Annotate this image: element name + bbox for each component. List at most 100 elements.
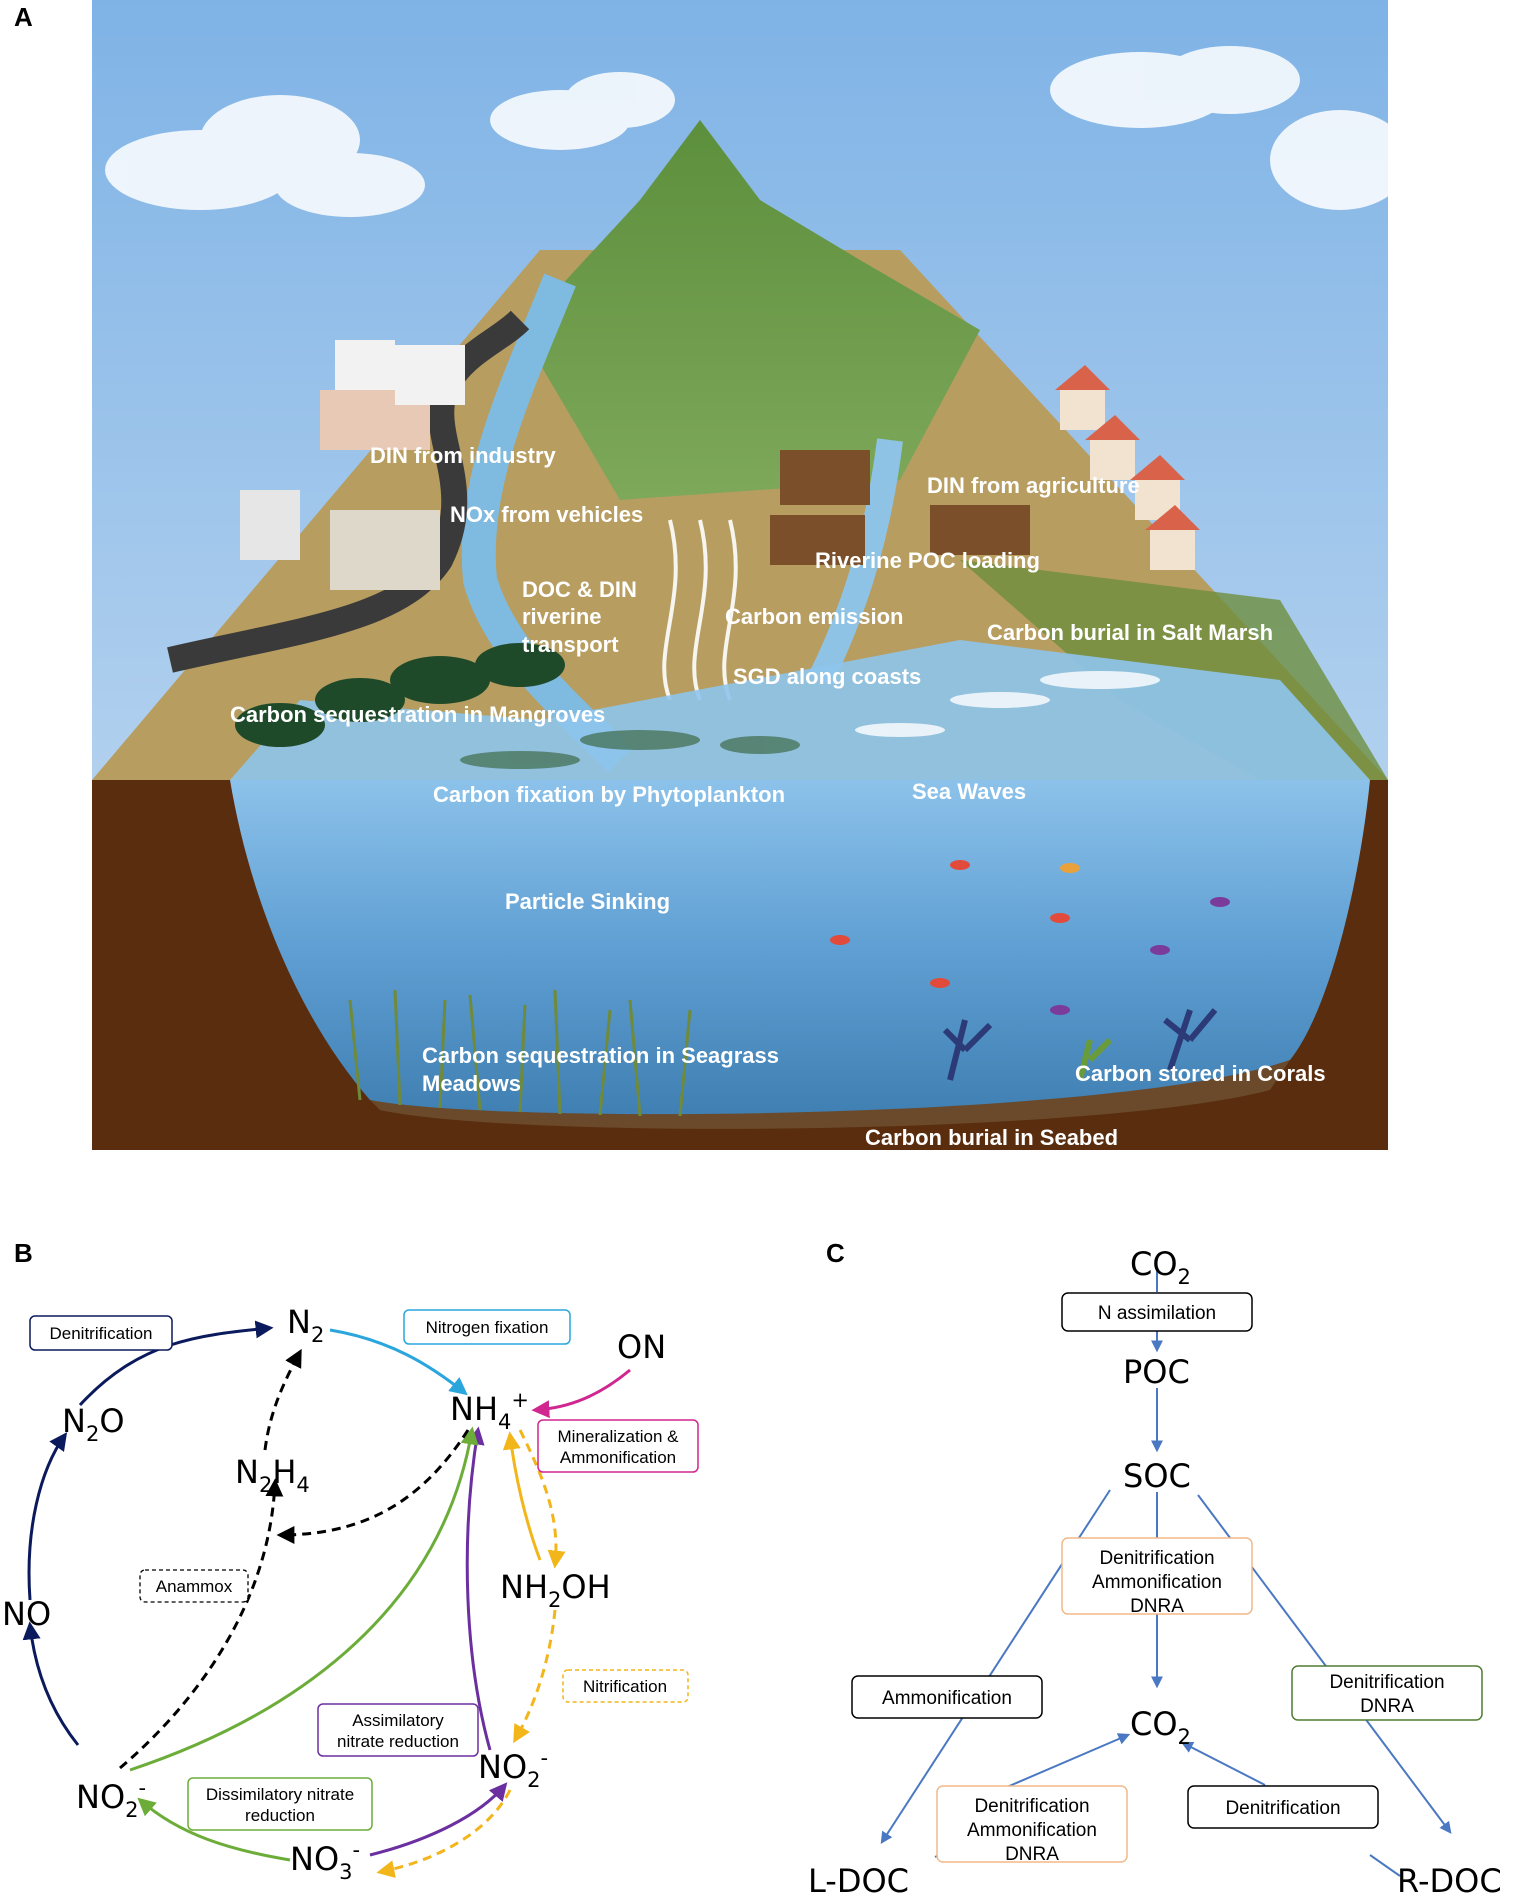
species-n2: N2 xyxy=(287,1303,324,1347)
box-nitrification-text: Nitrification xyxy=(583,1677,667,1696)
roofs xyxy=(1055,365,1200,530)
scene-labels: DIN from industry NOx from vehicles DOC … xyxy=(230,443,1326,1150)
label-seagrass-1: Carbon sequestration in Seagrass xyxy=(422,1043,779,1068)
box-mineralization-text-2: Ammonification xyxy=(560,1448,676,1467)
arrow-nh2oh-to-no2r xyxy=(513,1609,557,1744)
box-mid-text-3: DNRA xyxy=(1130,1596,1184,1617)
arrow-nh4-to-nh2oh xyxy=(518,1429,566,1569)
box-n-assimilation-text: N assimilation xyxy=(1098,1303,1216,1324)
label-din-agriculture: DIN from agriculture xyxy=(927,473,1140,498)
factory xyxy=(240,340,465,590)
label-carbon-emission: Carbon emission xyxy=(725,604,903,629)
landscape-illustration xyxy=(92,0,1410,1150)
label-seabed: Carbon burial in Seabed xyxy=(865,1125,1118,1150)
box-dissimilatory-text-2: reduction xyxy=(245,1806,315,1825)
field-2 xyxy=(770,515,865,565)
box-nitrogen-fixation-text: Nitrogen fixation xyxy=(426,1318,549,1337)
phytoplankton-patches xyxy=(460,730,800,769)
box-denitrification-c xyxy=(1187,1785,1379,1829)
box-bl-text-2: Ammonification xyxy=(967,1820,1097,1841)
mountain xyxy=(520,120,980,500)
box-denitrification-text: Denitrification xyxy=(50,1324,153,1343)
box-assimilatory-text-2: nitrate reduction xyxy=(337,1732,459,1751)
process-boxes-c: N assimilation Denitrification Ammonific… xyxy=(851,1292,1483,1865)
line-rdoc-to-brbox xyxy=(1369,1854,1401,1877)
arrow-no3-to-no2l xyxy=(137,1797,291,1862)
box-nitrogen-fixation xyxy=(403,1309,571,1345)
label-doc-din-1: DOC & DIN xyxy=(522,577,637,602)
box-bl-text-1: Denitrification xyxy=(974,1796,1089,1817)
species-co2-top: CO2 xyxy=(1130,1245,1191,1289)
field-1 xyxy=(780,450,870,505)
seagrass xyxy=(348,989,692,1117)
arrow-nh2oh-to-nh4 xyxy=(502,1431,542,1561)
box-right-text-1: Denitrification xyxy=(1329,1672,1444,1693)
label-din-industry: DIN from industry xyxy=(370,443,557,468)
corals xyxy=(942,1008,1218,1081)
box-mineralization xyxy=(537,1419,699,1473)
carbon-species: CO2 POC SOC CO2 L-DOC R-DOC xyxy=(808,1245,1502,1899)
label-sea-waves: Sea Waves xyxy=(912,779,1026,804)
arrow-no2l-to-n2h4 xyxy=(119,1478,284,1770)
box-n-assimilation xyxy=(1061,1292,1253,1332)
species-n2o: N2O xyxy=(62,1402,125,1446)
arrow-no3-to-no2r xyxy=(369,1782,508,1857)
label-salt-marsh: Carbon burial in Salt Marsh xyxy=(987,620,1273,645)
species-co2-mid: CO2 xyxy=(1130,1705,1191,1749)
arrow-n2-to-nh4 xyxy=(329,1328,468,1396)
panel-letter-b: B xyxy=(14,1238,33,1268)
label-doc-din-3: transport xyxy=(522,632,619,657)
box-mid-text-1: Denitrification xyxy=(1099,1548,1214,1569)
box-assimilatory xyxy=(317,1703,479,1757)
label-sgd: SGD along coasts xyxy=(733,664,921,689)
fish xyxy=(830,860,1230,1015)
box-assimilatory-text-1: Assimilatory xyxy=(352,1711,444,1730)
arrow-on-to-nh4 xyxy=(531,1368,631,1419)
box-dissimilatory-text-1: Dissimilatory nitrate xyxy=(206,1785,354,1804)
label-doc-din-2: riverine xyxy=(522,604,602,629)
box-anammox xyxy=(139,1569,249,1603)
road xyxy=(167,310,530,673)
emission-arrows xyxy=(662,519,738,701)
box-ammonification-text: Ammonification xyxy=(882,1688,1012,1709)
nitrogen-species: N2 N2O N2H4 NO NH4+ ON NH2OH NO2- NO2- N… xyxy=(2,1303,666,1884)
panel-letter-c: C xyxy=(826,1238,845,1268)
arrow-no2r-to-nh4 xyxy=(465,1426,492,1751)
box-anammox-text: Anammox xyxy=(156,1577,233,1596)
box-mid-processes xyxy=(1061,1537,1253,1615)
arrow-blbox-to-co2 xyxy=(999,1733,1131,1791)
field-3 xyxy=(930,505,1030,555)
box-right-text-2: DNRA xyxy=(1360,1696,1414,1717)
species-no2-right: NO2- xyxy=(478,1746,548,1792)
box-mid-text-2: Ammonification xyxy=(1092,1572,1222,1593)
label-corals: Carbon stored in Corals xyxy=(1075,1061,1326,1086)
arrow-nh4-to-n2h4 xyxy=(276,1429,470,1544)
arrow-n2h4-to-n2 xyxy=(263,1348,302,1451)
nitrogen-cycle-arrows xyxy=(22,1320,631,1878)
species-n2h4: N2H4 xyxy=(235,1453,310,1497)
box-nitrification xyxy=(562,1669,689,1703)
estuary-river xyxy=(808,438,903,686)
arrow-no2l-to-nh4 xyxy=(129,1426,479,1772)
label-nox-vehicles: NOx from vehicles xyxy=(450,502,643,527)
species-on: ON xyxy=(617,1328,666,1366)
species-no3: NO3- xyxy=(290,1838,360,1884)
box-mineralization-text-1: Mineralization & xyxy=(558,1427,680,1446)
label-seagrass-2: Meadows xyxy=(422,1071,521,1096)
box-denitrification xyxy=(29,1315,173,1351)
box-ammonification xyxy=(851,1675,1043,1719)
species-rdoc: R-DOC xyxy=(1397,1862,1502,1899)
box-dissimilatory xyxy=(187,1777,373,1831)
box-bl-text-3: DNRA xyxy=(1005,1844,1059,1865)
species-nh2oh: NH2OH xyxy=(500,1568,611,1612)
species-no: NO xyxy=(2,1595,51,1633)
box-right-processes xyxy=(1291,1665,1483,1721)
sea xyxy=(230,780,1370,1117)
clouds xyxy=(105,46,1410,217)
label-particle-sinking: Particle Sinking xyxy=(505,889,670,914)
species-no2-left: NO2- xyxy=(76,1776,146,1822)
label-riverine-poc: Riverine POC loading xyxy=(815,548,1040,573)
houses xyxy=(1060,390,1195,570)
species-nh4: NH4+ xyxy=(450,1388,529,1434)
